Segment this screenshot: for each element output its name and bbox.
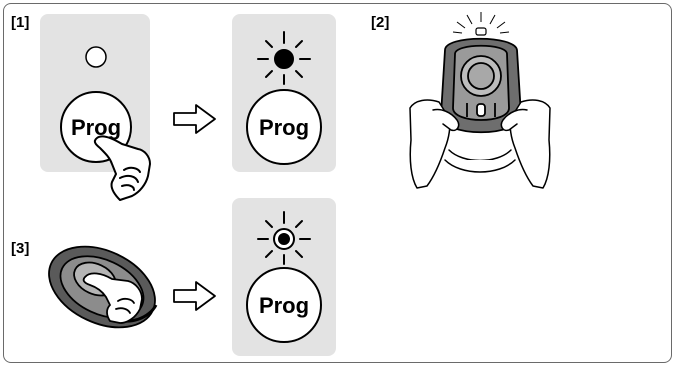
led-steady-icon [257,211,311,265]
step-3-remote-graphic [48,245,158,329]
arrow-right-icon [173,104,216,134]
led-off-icon [85,46,107,68]
hands-icon [409,99,551,189]
figure-frame [3,3,672,363]
step-1-after-graphic: Prog [246,31,322,165]
step-1-before-graphic: Prog [60,46,151,201]
prog-indicator: Prog [246,267,322,343]
prog-indicator-label: Prog [259,115,309,140]
prog-button-label: Prog [71,115,121,140]
pointing-hand-icon [93,135,151,201]
step-2-label: [2] [371,14,390,31]
remote-control-icon [440,37,522,134]
prog-indicator: Prog [246,89,322,165]
prog-indicator-label: Prog [259,293,309,318]
pointing-hand-icon [82,272,143,324]
step-1-label: [1] [11,14,30,31]
signal-rays-icon [452,12,510,34]
arrow-right-icon [173,281,216,311]
led-blinking-icon [257,31,311,85]
step-3-label: [3] [11,240,30,257]
remote-in-hands-graphic [409,12,551,189]
step-3-after-graphic: Prog [246,211,322,343]
